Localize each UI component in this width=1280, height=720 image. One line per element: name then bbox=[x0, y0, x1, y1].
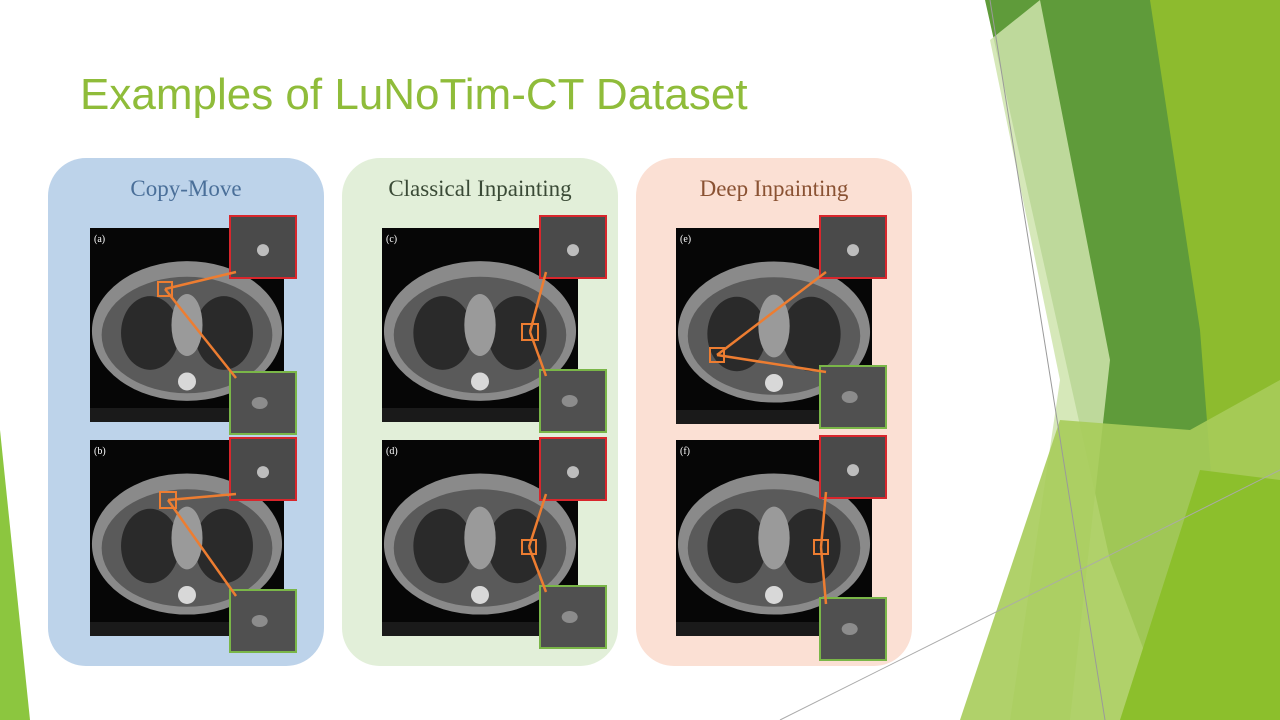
panel-label-classical-inpainting: Classical Inpainting bbox=[388, 176, 572, 201]
zoom-nodule bbox=[561, 395, 578, 407]
ct-table bbox=[382, 408, 578, 422]
region-marker bbox=[157, 281, 173, 297]
figure-tag: (e) bbox=[680, 234, 691, 245]
zoom-box-tampered bbox=[819, 435, 887, 499]
ct-right-lung bbox=[781, 296, 841, 372]
ct-left-lung bbox=[413, 296, 473, 370]
zoom-nodule bbox=[841, 623, 858, 635]
left-green-sliver bbox=[0, 430, 30, 720]
figure-pair-deep-inpainting: (e) (f) bbox=[676, 215, 887, 661]
ct-right-lung bbox=[194, 508, 253, 584]
panel-classical-inpainting: (c) (d) Classical Inpainting bbox=[342, 158, 618, 666]
arrow-to-tampered bbox=[164, 270, 237, 291]
ct-table bbox=[382, 622, 578, 636]
ct-right-lung bbox=[194, 296, 253, 370]
zoom-nodule bbox=[567, 466, 579, 479]
zoom-nodule bbox=[257, 244, 269, 257]
arrow-to-tampered bbox=[819, 491, 828, 548]
zoom-nodule bbox=[251, 397, 268, 409]
region-marker bbox=[813, 539, 829, 555]
ct-right-lung bbox=[781, 508, 841, 584]
figure-pair-classical-inpainting: (c) (d) bbox=[382, 215, 607, 649]
figure-pair-copy-move: (a) (b) bbox=[90, 215, 297, 653]
ct-mediastinum bbox=[171, 506, 203, 570]
region-marker bbox=[521, 323, 539, 341]
ct-spine bbox=[765, 585, 783, 604]
zoom-nodule bbox=[847, 464, 859, 477]
ct-spine bbox=[471, 372, 489, 391]
ct-figure: (a) bbox=[90, 215, 297, 435]
panel-label-copy-move: Copy-Move bbox=[130, 176, 242, 201]
ct-figure: (c) bbox=[382, 215, 607, 433]
zoom-nodule bbox=[847, 244, 859, 257]
zoom-nodule bbox=[841, 391, 858, 403]
arrow-to-tampered bbox=[167, 492, 237, 502]
region-marker bbox=[709, 347, 725, 363]
ct-mediastinum bbox=[464, 506, 496, 570]
ct-figure: (d) bbox=[382, 437, 607, 649]
figure-tag: (a) bbox=[94, 234, 105, 245]
right-facet-bottom bbox=[1120, 470, 1280, 720]
ct-right-lung bbox=[487, 296, 547, 370]
region-marker bbox=[159, 491, 177, 509]
ct-spine bbox=[765, 373, 783, 392]
ct-mediastinum bbox=[464, 293, 496, 357]
ct-figure: (b) bbox=[90, 437, 297, 653]
arrow-to-tampered bbox=[527, 493, 548, 548]
zoom-nodule bbox=[257, 466, 269, 479]
ct-left-lung bbox=[413, 508, 473, 584]
ct-spine bbox=[178, 372, 196, 391]
ct-spine bbox=[471, 585, 489, 604]
arrow-to-tampered bbox=[528, 271, 548, 333]
ct-figure: (e) bbox=[676, 215, 887, 429]
deco-line-1 bbox=[989, 0, 1106, 720]
figure-tag: (c) bbox=[386, 234, 397, 245]
slide-title: Examples of LuNoTim-CT Dataset bbox=[80, 70, 748, 119]
ct-figure: (f) bbox=[676, 435, 887, 661]
figure-tag: (f) bbox=[680, 446, 690, 457]
arrow-to-original bbox=[166, 499, 238, 597]
zoom-box-tampered bbox=[539, 215, 607, 279]
ct-spine bbox=[178, 585, 196, 604]
zoom-nodule bbox=[567, 244, 579, 257]
region-marker bbox=[521, 539, 537, 555]
panel-copy-move: (a) (b) Copy-Move bbox=[48, 158, 324, 666]
arrow-to-original bbox=[164, 288, 237, 379]
zoom-nodule bbox=[561, 611, 578, 623]
panel-label-deep-inpainting: Deep Inpainting bbox=[699, 176, 849, 201]
arrow-to-original bbox=[819, 546, 828, 605]
ct-mediastinum bbox=[171, 293, 203, 357]
deco-line-2 bbox=[779, 469, 1280, 720]
arrow-to-original bbox=[716, 353, 827, 374]
ct-mediastinum bbox=[758, 294, 790, 358]
figure-tag: (d) bbox=[386, 446, 398, 457]
ct-left-lung bbox=[707, 508, 767, 584]
figure-tag: (b) bbox=[94, 446, 106, 457]
ct-left-lung bbox=[121, 296, 180, 370]
arrow-to-tampered bbox=[716, 271, 827, 356]
ct-right-lung bbox=[487, 508, 547, 584]
ct-left-lung bbox=[121, 508, 180, 584]
zoom-nodule bbox=[251, 615, 268, 627]
ct-mediastinum bbox=[758, 506, 790, 570]
panel-deep-inpainting: (e) (f) Deep Inpainting bbox=[636, 158, 912, 666]
